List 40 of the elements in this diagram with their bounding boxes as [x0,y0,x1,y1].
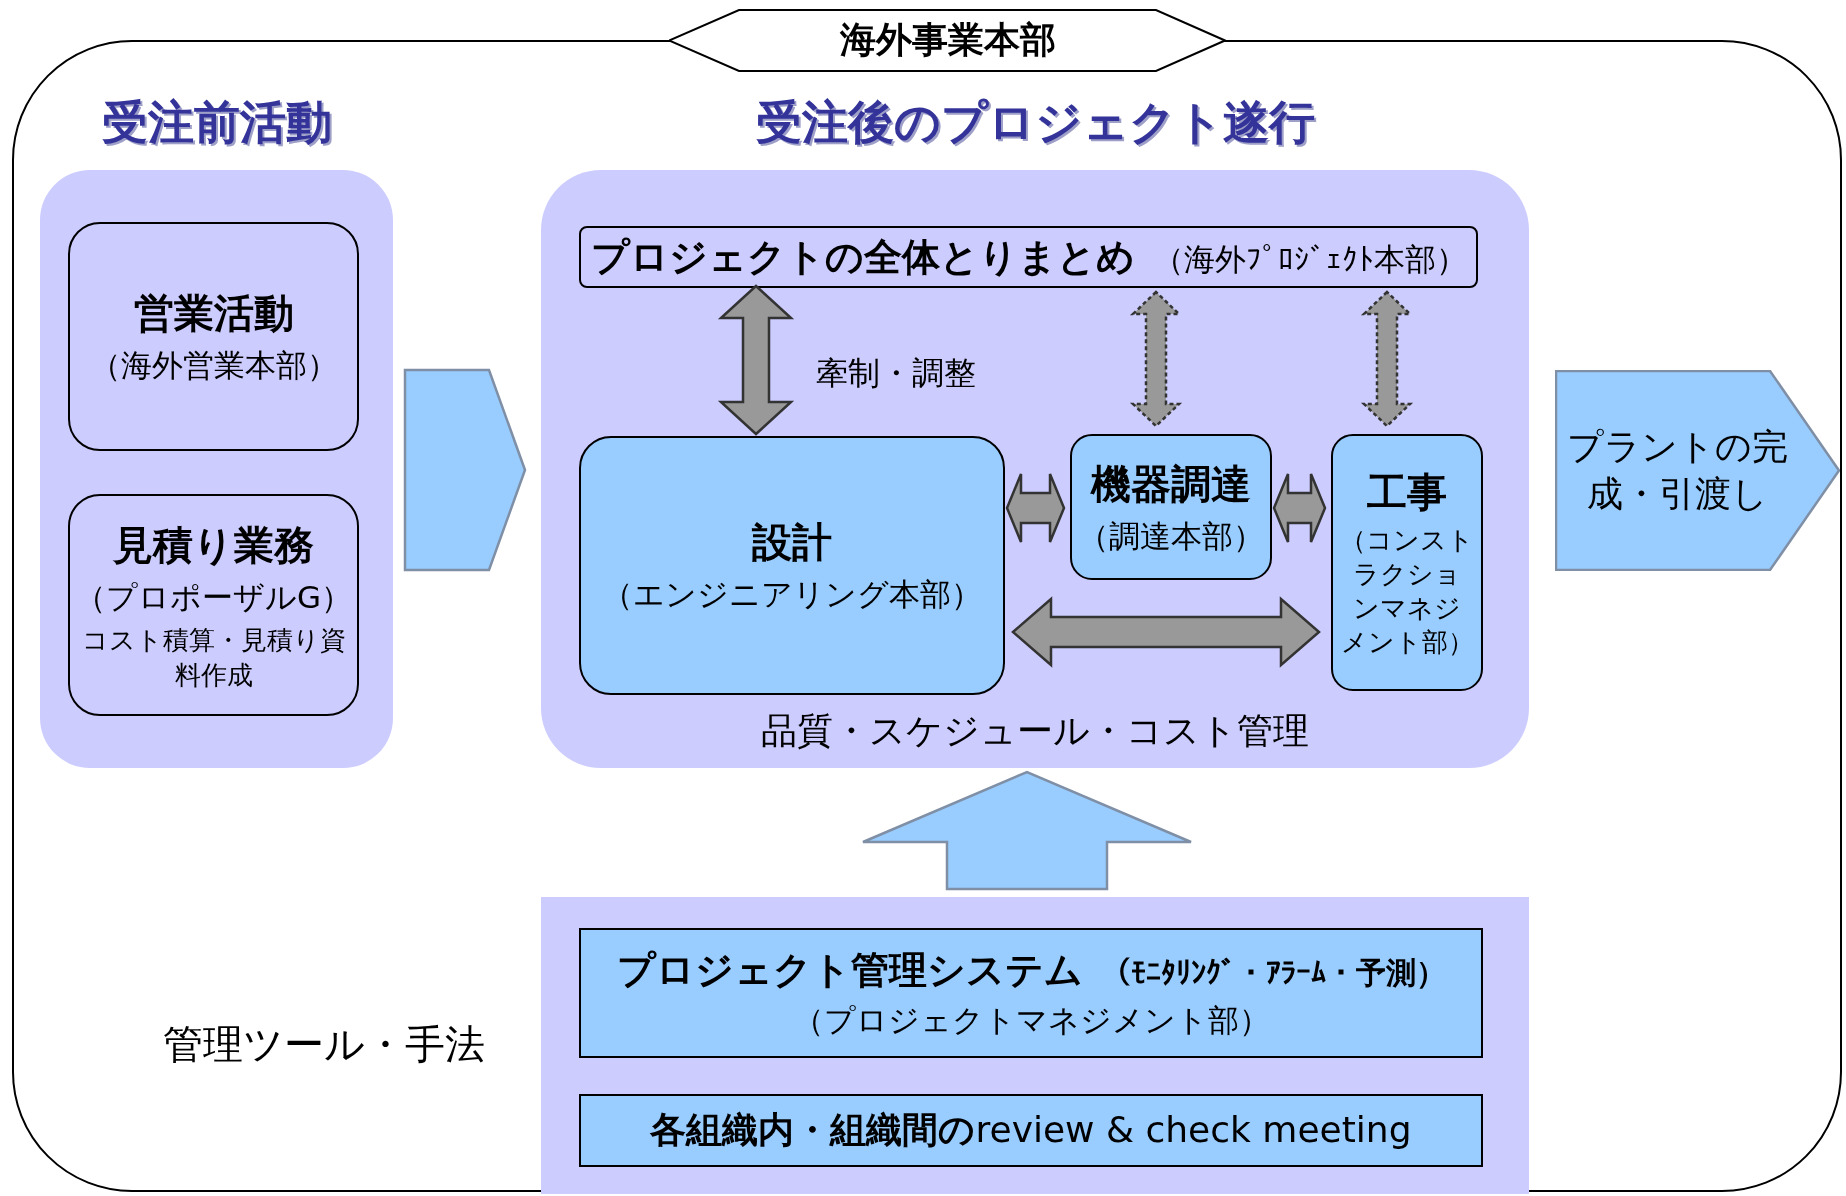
block-arrow [1005,472,1066,544]
box-title: 見積り業務 [113,520,314,570]
box-subtitle: （海外ﾌﾟﾛｼﾞｪｸﾄ本部） [1152,239,1467,279]
block-arrow [1011,596,1321,668]
box-title: 機器調達 [1091,459,1251,509]
box-title: 工事 [1367,468,1447,518]
box-title: 設計 [752,518,832,567]
box-title: 営業活動 [133,289,294,338]
block-arrow [1129,290,1183,428]
title-hexagon: 海外事業本部 [669,9,1226,72]
rounded-box [68,494,359,716]
rect-box [579,1094,1483,1167]
rounded-box [1070,434,1272,580]
box-subtitle: （プロポーザルG） [75,577,352,617]
pentagon-arrow-box [1555,370,1840,571]
box-subtitle: （プロジェクトマネジメント部） [792,1000,1270,1040]
box-subtitle: （コンストラクションマネジメント部） [1340,524,1474,659]
box-note: コスト積算・見積り資料作成 [80,623,347,692]
rounded-box [579,226,1478,288]
rounded-box [68,222,359,451]
block-arrow [1272,472,1327,544]
rounded-box [579,436,1005,695]
section-heading: 受注前活動 [101,94,332,151]
box-title: プロジェクトの全体とりまとめ [590,233,1135,281]
side-label: 管理ツール・手法 [163,1020,485,1069]
panel-caption: 品質・スケジュール・コスト管理 [761,709,1309,753]
section-heading: 受注後のプロジェクト遂行 [755,94,1315,151]
block-arrow [717,284,795,436]
box-subtitle: （ﾓﾆﾀﾘﾝｸﾞ・ｱﾗｰﾑ・予測） [1100,953,1446,992]
block-arrow [861,770,1193,891]
rounded-box [1331,434,1483,691]
block-arrow [1360,290,1414,428]
box-title: プラントの完成・引渡し [1566,424,1789,516]
box-title: 各組織内・組織間のreview & check meeting [650,1108,1412,1152]
block-arrow [403,368,527,572]
box-subtitle: （調達本部） [1078,516,1264,556]
box-subtitle: （エンジニアリング本部） [602,575,982,614]
box-subtitle: （海外営業本部） [89,346,338,385]
box-title: プロジェクト管理システム [616,946,1083,994]
rect-box [579,928,1483,1058]
